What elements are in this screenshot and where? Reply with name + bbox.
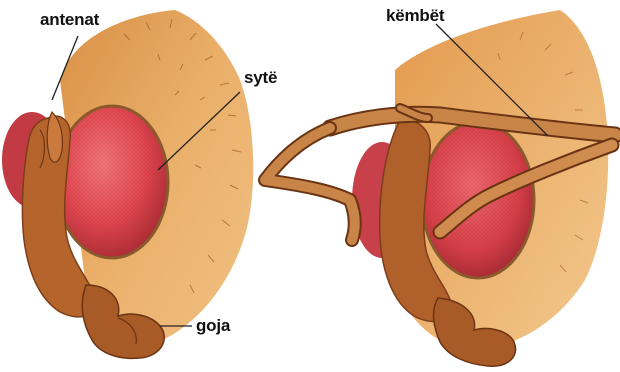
label-mouth: goja [196,316,230,336]
right-head [265,10,615,366]
label-eyes: sytë [244,68,277,88]
label-antennae: antenat [40,10,99,30]
label-legs: këmbët [386,6,444,26]
left-eye-facets [58,108,166,256]
left-head [2,10,253,358]
